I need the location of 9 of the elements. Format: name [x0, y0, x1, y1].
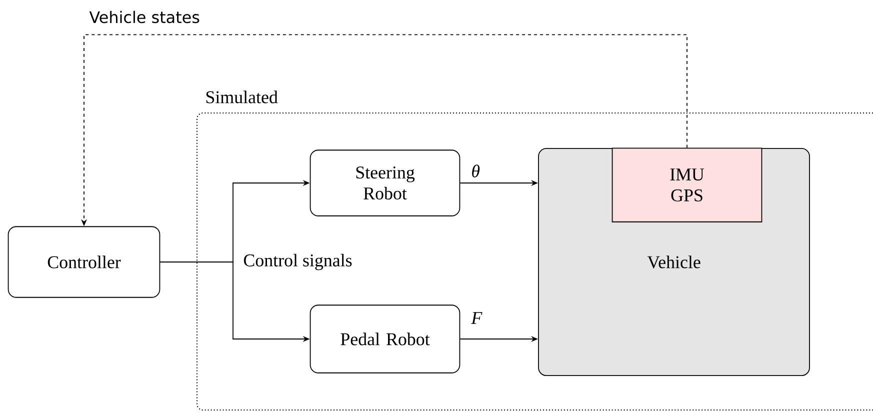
edge-label: F: [471, 312, 482, 324]
edge-label: θ: [472, 164, 480, 178]
region-title: Simulated: [206, 90, 278, 104]
edge-label: Control signals: [244, 254, 352, 270]
sensor-box: IMU GPS: [612, 148, 762, 222]
process-box: Steering Robot: [310, 150, 460, 216]
process-box: Controller: [8, 226, 160, 298]
edge-label: Vehicle states: [89, 10, 200, 24]
process-box: Pedal Robot: [310, 304, 460, 374]
